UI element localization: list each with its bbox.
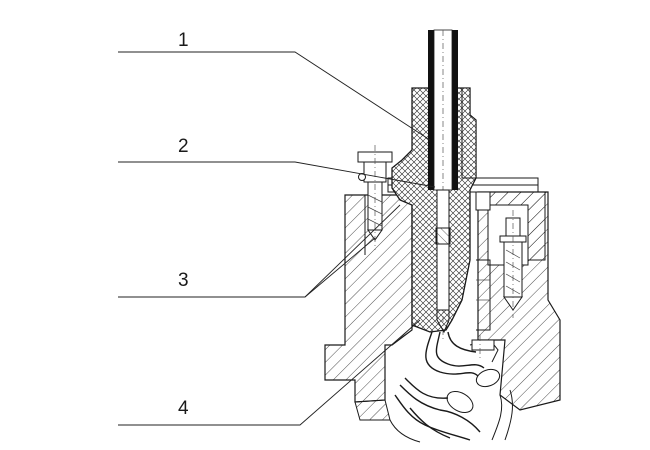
right-bolt xyxy=(499,210,527,318)
seal-details xyxy=(475,191,491,331)
leader-4 xyxy=(118,319,421,426)
housing-body xyxy=(324,194,413,421)
leader-3 xyxy=(118,237,376,298)
lead-wires xyxy=(389,331,513,443)
left-bolt xyxy=(357,145,393,250)
inner-core xyxy=(435,189,451,334)
leader-lines xyxy=(118,51,436,426)
leader-3b xyxy=(304,204,401,298)
conductor-rods xyxy=(428,29,458,340)
callout-label-3: 3 xyxy=(178,270,189,291)
leader-2 xyxy=(118,161,436,188)
leader-1 xyxy=(118,51,431,141)
callout-labels: 1 2 3 4 xyxy=(178,30,189,419)
callout-label-2: 2 xyxy=(178,136,189,157)
callout-label-1: 1 xyxy=(178,30,189,51)
right-casting xyxy=(477,191,561,411)
callout-label-4: 4 xyxy=(178,398,189,419)
